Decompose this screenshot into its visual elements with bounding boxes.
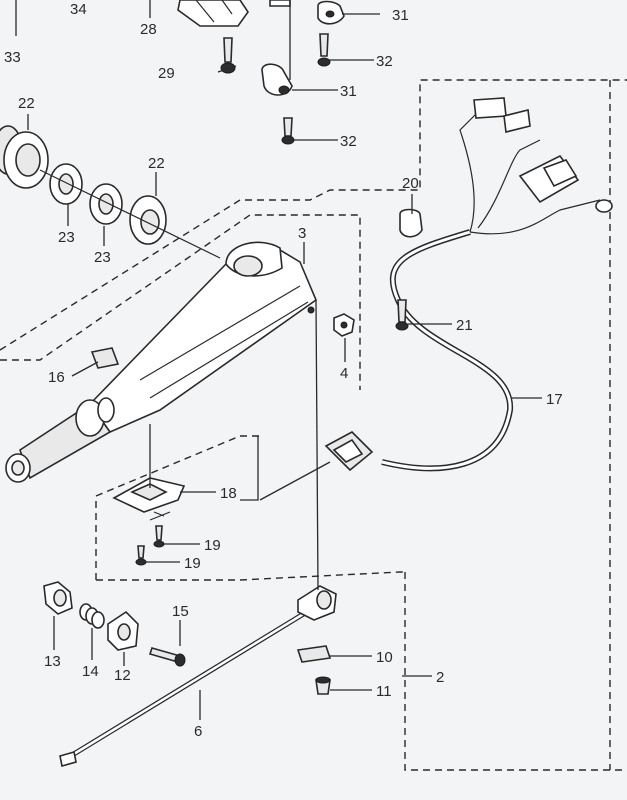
callout-6: 6 [194, 723, 202, 740]
callout-10: 10 [376, 649, 393, 666]
throttle-cable-parts [43, 299, 337, 768]
callout-32-mid: 32 [340, 133, 357, 150]
switch-assembly [112, 477, 186, 566]
callout-labels: 33 34 28 29 31 32 31 32 22 22 23 23 3 20… [4, 1, 563, 740]
washer-stack [0, 125, 221, 259]
callout-31-top: 31 [392, 7, 409, 24]
top-partial-parts [15, 0, 291, 80]
wire-harness [324, 97, 613, 472]
callout-15: 15 [172, 603, 189, 620]
callout-18: 18 [220, 485, 237, 502]
callout-23-left: 23 [58, 229, 75, 246]
label-plate [90, 347, 120, 369]
callout-16: 16 [48, 369, 65, 386]
assembly-boundaries [0, 79, 627, 771]
callout-31-mid: 31 [340, 83, 357, 100]
clamp-screw-set [220, 0, 345, 145]
callout-23-right: 23 [94, 249, 111, 266]
callout-32-top: 32 [376, 53, 393, 70]
callout-22-left: 22 [18, 95, 35, 112]
callout-17: 17 [546, 391, 563, 408]
callout-20: 20 [402, 175, 419, 192]
callout-14: 14 [82, 663, 99, 680]
callout-4: 4 [340, 365, 348, 382]
callout-3: 3 [298, 225, 306, 242]
callout-34: 34 [70, 1, 87, 18]
callout-12: 12 [114, 667, 131, 684]
callout-19-upper: 19 [204, 537, 221, 554]
callout-28: 28 [140, 21, 157, 38]
callout-22-right: 22 [148, 155, 165, 172]
tiller-handle-body [5, 241, 317, 483]
callout-21: 21 [456, 317, 473, 334]
callout-11: 11 [376, 683, 392, 700]
callout-leaders [27, 13, 542, 720]
callout-2: 2 [436, 669, 444, 686]
nut [333, 313, 355, 337]
callout-33: 33 [4, 49, 21, 66]
callout-19-lower: 19 [184, 555, 201, 572]
callout-13: 13 [44, 653, 61, 670]
callout-29: 29 [158, 65, 175, 82]
harness-clip-screw [395, 208, 423, 331]
